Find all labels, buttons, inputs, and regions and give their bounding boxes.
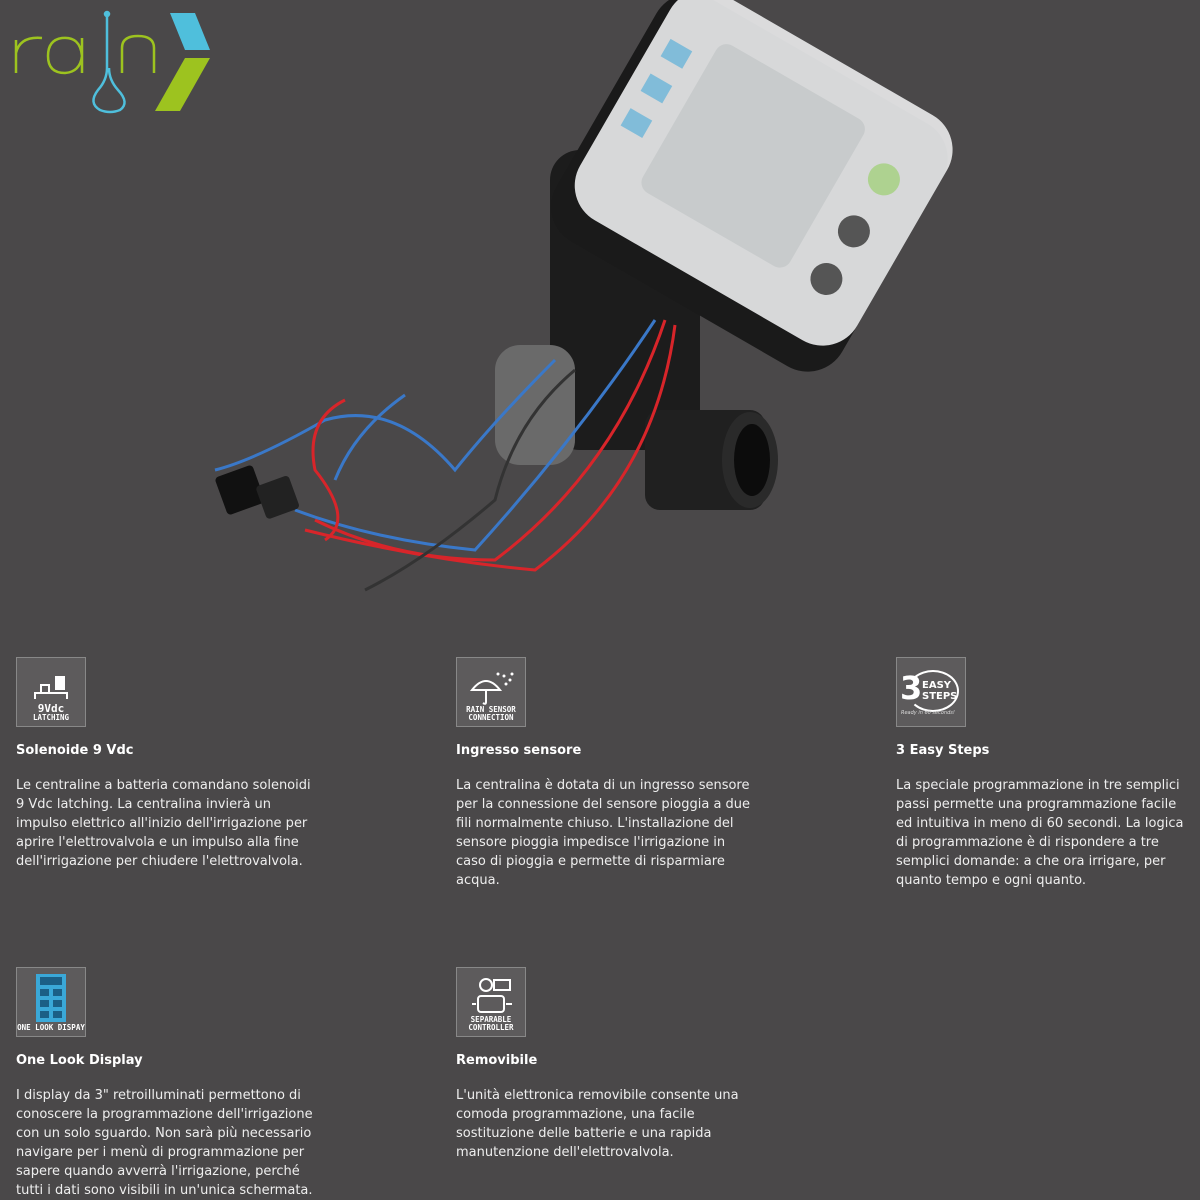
feature-title: Solenoide 9 Vdc bbox=[16, 743, 134, 758]
feature-title: Ingresso sensore bbox=[456, 743, 582, 758]
umbrella-icon bbox=[469, 672, 514, 705]
arc-decoration bbox=[907, 670, 959, 712]
feature-text: I display da 3" retroilluminati permetto… bbox=[16, 1088, 313, 1198]
feature-solenoid: 9Vdc LATCHING Solenoide 9 Vdc Le central… bbox=[16, 657, 316, 871]
controller-detach-icon bbox=[472, 978, 512, 1013]
feature-removable: SEPARABLE CONTROLLER Removibile L'unità … bbox=[456, 967, 756, 1162]
feature-text: Le centraline a batteria comandano solen… bbox=[16, 778, 311, 869]
feature-text: L'unità elettronica removibile consente … bbox=[456, 1088, 739, 1160]
lcd-display-icon bbox=[36, 974, 66, 1022]
feature-text: La speciale programmazione in tre sempli… bbox=[896, 778, 1184, 888]
feature-title: 3 Easy Steps bbox=[896, 743, 990, 758]
feature-text: La centralina è dotata di un ingresso se… bbox=[456, 778, 751, 888]
rain-logo bbox=[14, 10, 210, 114]
separable-controller-icon: SEPARABLE CONTROLLER bbox=[456, 967, 526, 1037]
feature-title: Removibile bbox=[456, 1053, 538, 1068]
feature-display: ONE LOOK DISPAY One Look Display I displ… bbox=[16, 967, 316, 1200]
feature-title: One Look Display bbox=[16, 1053, 143, 1068]
solenoid-drawing-icon bbox=[34, 676, 68, 699]
feature-sensor: RAIN SENSOR CONNECTION Ingresso sensore … bbox=[456, 657, 756, 890]
display-icon: ONE LOOK DISPAY bbox=[16, 967, 86, 1037]
rain-sensor-icon: RAIN SENSOR CONNECTION bbox=[456, 657, 526, 727]
9vdc-latching-icon: 9Vdc LATCHING bbox=[16, 657, 86, 727]
product-image-controller-valve bbox=[214, 0, 953, 592]
